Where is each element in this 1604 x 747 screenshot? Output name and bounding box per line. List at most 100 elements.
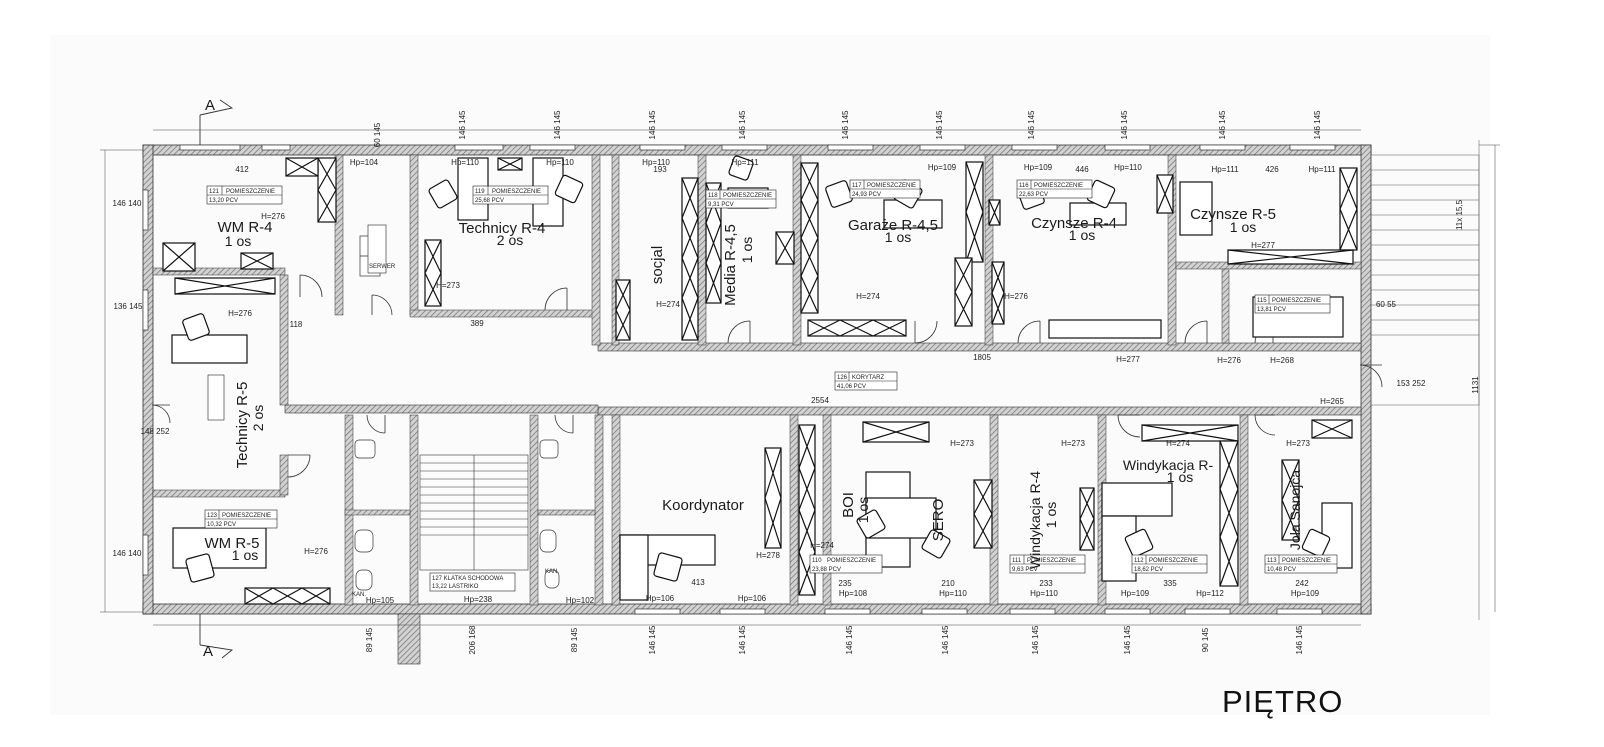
tag-num-windykacja-r: 112: [1134, 558, 1144, 564]
height-jola-sanojca: H=273: [1286, 439, 1310, 448]
bottom-dim-4: 146 145: [648, 625, 657, 654]
top-widths: 412 389 193 446 426: [235, 165, 1279, 328]
tag-area-corridor: 41,06 PCV: [837, 384, 866, 390]
tag-num-corridor: 126: [837, 375, 848, 381]
height-koordynator: H=278: [756, 551, 780, 560]
top-dim-8: 146 145: [1027, 110, 1036, 139]
bottom-dim-8: 146 145: [1031, 625, 1040, 654]
bottom-dimension-pairs: 89 145 206 168 89 145 146 145 146 145 14…: [365, 625, 1304, 654]
top-hp-7: Hp=109: [1024, 163, 1053, 172]
top-dim-4: 146 145: [648, 110, 657, 139]
bottom-hp-3: Hp=102: [566, 596, 595, 605]
top-hp-9: Hp=111: [1211, 165, 1239, 174]
tag-word-technicy-r4: POMIESZCZENIE: [492, 189, 541, 195]
office-chairs: [182, 155, 1331, 583]
left-dim-2: 136 145: [114, 302, 143, 311]
top-hp-2: Hp=110: [451, 158, 479, 167]
room-label-boi: BOI: [840, 492, 857, 518]
height-technicy-r4: H=273: [436, 281, 460, 290]
right-dim-3: 153 252: [1397, 379, 1426, 388]
height-czynsze-r4: H=276: [1004, 292, 1028, 301]
tag-num-windykacja-r4: 111: [1012, 558, 1022, 564]
corridor-length: 2554: [811, 396, 829, 405]
bottom-dim-2: 206 168: [468, 625, 477, 654]
room-label-czynsze-r5: Czynsze R-5: [1190, 206, 1276, 223]
room-occ-windykacja-r: 1 os: [1167, 469, 1193, 485]
top-hp-3: Hp=110: [546, 158, 574, 167]
bottom-dim-6: 146 145: [845, 625, 854, 654]
width-bottom-5: 335: [1163, 579, 1177, 588]
width-top-4: 446: [1075, 165, 1089, 174]
tag-area-boi: 23,88 PCV: [812, 567, 841, 573]
height-wm-r5: H=276: [304, 547, 328, 556]
corridor-mark-118: 118: [290, 320, 303, 329]
left-dim-1: 146 140: [113, 199, 142, 208]
room-label-jola-sanojca: Jola Sanojca: [1287, 470, 1303, 550]
corridor-annotations: H=277 2554 1805 H=276 H=268 H=265 118 Hp…: [290, 320, 1345, 604]
room-labels: WM R-4 1 os Technicy R-4 2 os socjal Med…: [205, 206, 1304, 569]
dimension-lines: [100, 129, 1500, 626]
room-label-sero: SERO: [930, 499, 947, 542]
label-kanal-2: KAN.: [545, 569, 559, 575]
corridor-mark-h276: H=276: [1217, 356, 1241, 365]
width-top-5: 426: [1265, 165, 1279, 174]
tag-area-wm-r4: 13,20 PCV: [209, 198, 238, 204]
height-socjal: H=274: [656, 300, 680, 309]
side-dimensions: 146 140 136 145 148 252 146 140 11x 15,5…: [113, 199, 1480, 558]
bottom-hp-5: Hp=106: [738, 594, 767, 603]
room-heights: H=276 H=273 H=274 H=274 H=276 H=277 H=27…: [228, 212, 1310, 560]
tag-area-windykacja-r4: 9,63 PCV: [1012, 567, 1038, 573]
tag-word-czynsze-r5: POMIESZCZENIE: [1272, 298, 1321, 304]
shelving-units: [162, 157, 1358, 605]
room-occ-technicy-r5: 2 os: [250, 405, 266, 431]
top-dim-3: 146 145: [553, 110, 562, 139]
tag-word-garaze: POMIESZCZENIE: [867, 183, 916, 189]
width-bottom-4: 233: [1039, 579, 1053, 588]
bottom-hp-11: Hp=109: [1291, 589, 1320, 598]
tag-num-jola: 113: [1267, 558, 1277, 564]
tag-num-wm-r4: 121: [209, 189, 220, 195]
windows: [142, 144, 1336, 615]
height-garaze: H=274: [856, 292, 880, 301]
bottom-dim-9: 146 145: [1123, 625, 1132, 654]
top-hp-8: Hp=110: [1114, 163, 1142, 172]
tag-num-czynsze-r5: 115: [1257, 298, 1267, 304]
room-label-koordynator: Koordynator: [662, 497, 744, 514]
width-bottom-2: 235: [838, 579, 852, 588]
tag-num-media: 118: [708, 193, 718, 199]
bottom-dim-10: 90 145: [1201, 627, 1210, 652]
top-dim-1: 60 145: [373, 122, 382, 147]
tag-area-windykacja-r: 18,62 PCV: [1134, 567, 1163, 573]
height-sero: H=273: [950, 439, 974, 448]
corridor-mark-h268: H=268: [1270, 356, 1294, 365]
section-marker-bottom: A: [203, 643, 213, 660]
top-dim-7: 146 145: [935, 110, 944, 139]
room-label-wm-r4: WM R-4: [218, 219, 273, 236]
tag-name-corridor: KORYTARZ: [852, 375, 884, 381]
room-occ-wm-r4: 1 os: [225, 233, 251, 249]
bottom-hp-6: Hp=108: [839, 589, 868, 598]
top-dim-6: 146 145: [841, 110, 850, 139]
bottom-hp-labels: Hp=105 Hp=102 Hp=106 Hp=106 Hp=108 Hp=11…: [366, 589, 1320, 605]
width-bottom-3: 210: [941, 579, 955, 588]
right-dim-1: 11x 15,5: [1455, 199, 1464, 230]
width-bottom-6: 242: [1295, 579, 1309, 588]
room-label-technicy-r5: Technicy R-5: [234, 382, 251, 469]
room-tags: [204, 179, 1338, 592]
bottom-hp-4: Hp=106: [646, 594, 675, 603]
room-label-media: Media R-4,5: [722, 224, 739, 306]
tag-area-wm-r5: 10,32 PCV: [207, 522, 236, 528]
stair-hp: Hp=238: [464, 595, 493, 604]
room-occ-czynsze-r5: 1 os: [1230, 219, 1256, 235]
bottom-hp-1: Hp=105: [366, 596, 395, 605]
top-hp-5: Hp=111: [731, 158, 759, 167]
top-dim-2: 146 145: [458, 110, 467, 139]
tag-word-media: POMIESZCZENIE: [723, 193, 772, 199]
width-top-2: 389: [470, 319, 484, 328]
top-hp-labels: Hp=104 Hp=110 Hp=110 Hp=110 Hp=111 Hp=10…: [350, 158, 1336, 174]
room-occ-czynsze-r4: 1 os: [1069, 227, 1095, 243]
staircase: [397, 454, 529, 665]
tag-word-windykacja-r: POMIESZCZENIE: [1149, 558, 1198, 564]
bottom-dim-5: 146 145: [738, 625, 747, 654]
